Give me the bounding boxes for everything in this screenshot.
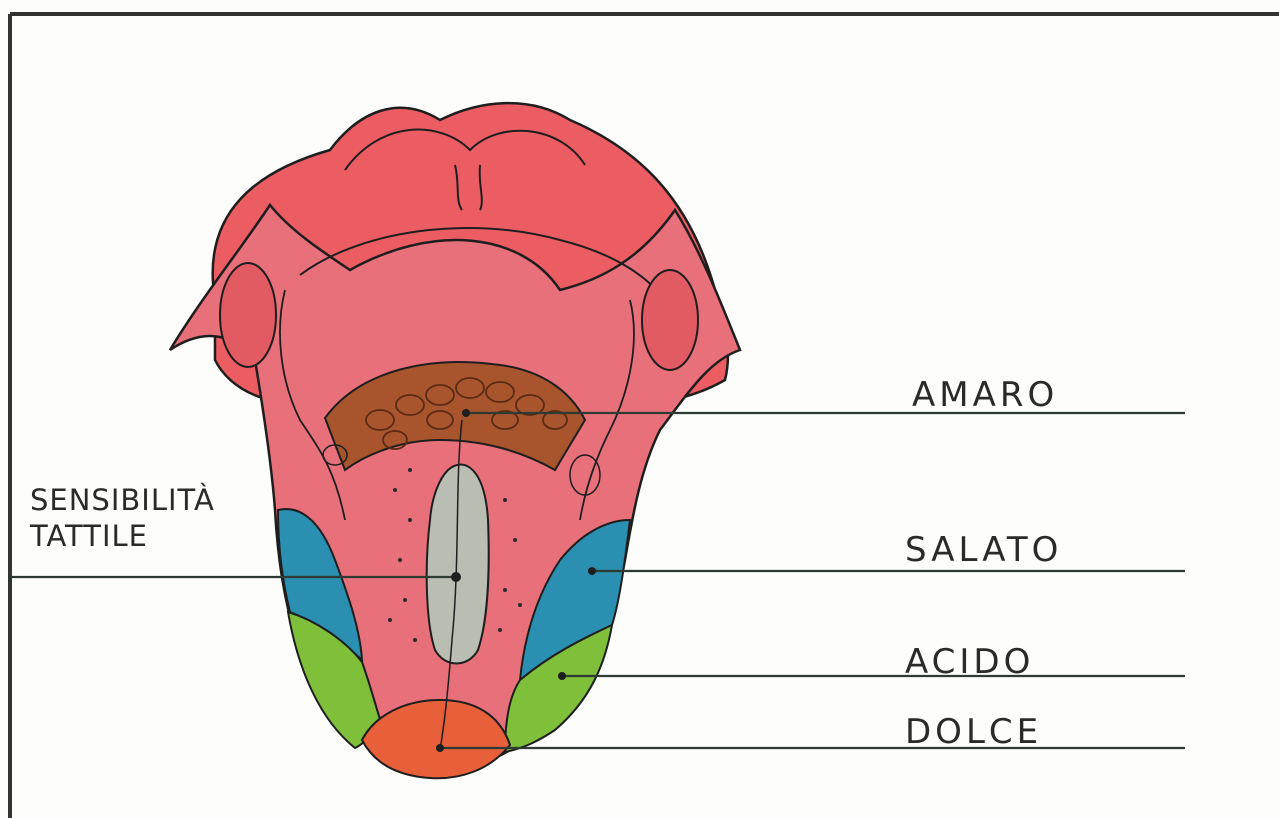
label-sensibilita-line1: SENSIBILITÀ: [30, 482, 215, 518]
label-sensibilita: SENSIBILITÀ TATTILE: [30, 482, 215, 555]
label-dolce: DOLCE: [905, 715, 1042, 749]
label-sensibilita-line2: TATTILE: [30, 518, 215, 554]
label-amaro: AMARO: [912, 378, 1058, 412]
label-acido: ACIDO: [905, 645, 1034, 679]
label-salato: SALATO: [905, 533, 1062, 567]
left-tonsil: [220, 263, 276, 367]
right-tonsil: [642, 270, 698, 370]
